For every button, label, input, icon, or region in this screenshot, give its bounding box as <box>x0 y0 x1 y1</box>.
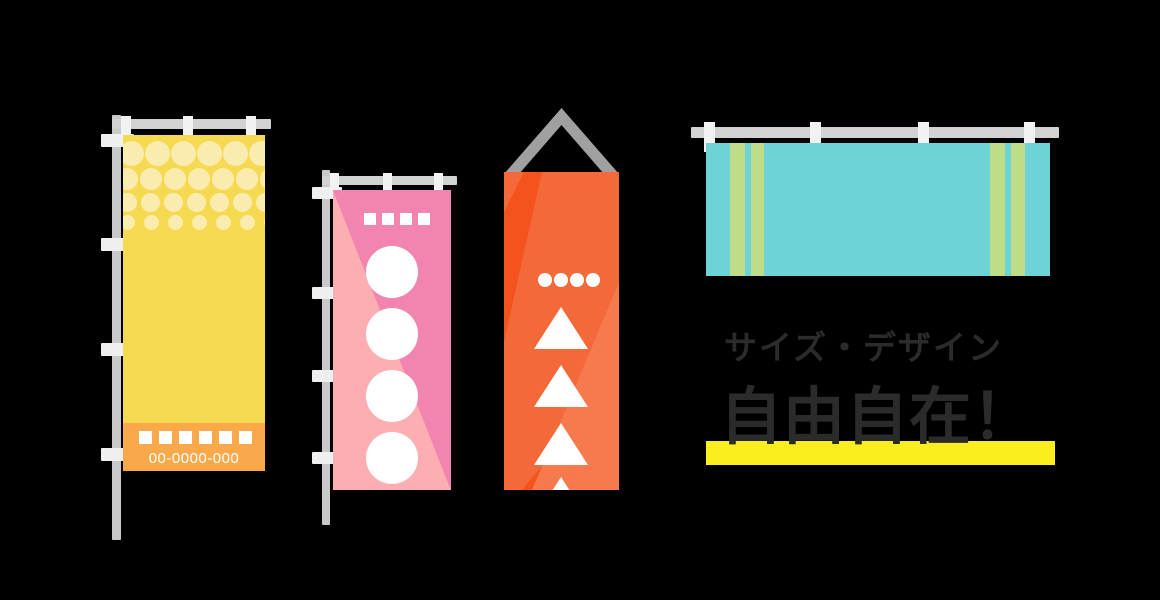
yellow-dot <box>168 215 183 230</box>
orange-dot <box>554 273 568 287</box>
yellow-banner-cloth: 00-0000-000 <box>123 135 265 471</box>
yellow-dot <box>123 168 138 190</box>
pink-square <box>382 213 394 225</box>
pink-top-clip-2 <box>383 173 392 197</box>
yellow-dot <box>256 193 265 212</box>
yellow-dot <box>212 168 234 190</box>
pink-circle <box>366 246 418 298</box>
teal-green-stripe <box>730 143 745 276</box>
pink-square <box>364 213 376 225</box>
yellow-dot <box>141 193 160 212</box>
pink-banner-pole <box>322 170 330 525</box>
orange-triangle <box>534 365 588 407</box>
pink-square <box>400 213 412 225</box>
headline-highlight-bar <box>706 441 1055 465</box>
teal-clip-4 <box>1024 122 1035 152</box>
yellow-banner-phone-text: 00-0000-000 <box>148 450 240 467</box>
orange-triangle <box>534 423 588 465</box>
yellow-dot <box>140 168 162 190</box>
headline-subtitle: サイズ・デザイン <box>724 328 1004 367</box>
yellow-dot <box>210 193 229 212</box>
pink-top-clip-3 <box>434 173 443 197</box>
yellow-dot <box>249 141 265 166</box>
headline-main-title: 自由自在！ <box>720 380 1036 453</box>
orange-dot <box>586 273 600 287</box>
yellow-dot <box>192 215 207 230</box>
orange-banner-triangular-hanger <box>504 108 619 174</box>
teal-clip-3 <box>918 122 929 152</box>
yellow-dot <box>123 193 137 212</box>
yellow-dot <box>123 215 135 230</box>
yellow-dot <box>197 141 222 166</box>
pink-circle <box>366 370 418 422</box>
pink-circle <box>366 308 418 360</box>
yellow-dot <box>144 215 159 230</box>
yellow-banner-footer-band: 00-0000-000 <box>123 423 265 471</box>
teal-green-stripe <box>990 143 1005 276</box>
pink-top-clip-1 <box>330 173 339 197</box>
teal-green-stripe <box>1011 143 1025 276</box>
yellow-dot <box>123 141 144 166</box>
yellow-banner-pole <box>112 115 121 540</box>
yellow-dot <box>236 168 258 190</box>
yellow-dot <box>171 141 196 166</box>
yellow-top-clip-1 <box>121 116 131 142</box>
orange-triangle <box>534 307 588 349</box>
orange-dot <box>538 273 552 287</box>
footer-square <box>159 431 172 444</box>
yellow-dot <box>240 215 255 230</box>
footer-square <box>179 431 192 444</box>
yellow-dot <box>164 168 186 190</box>
yellow-top-clip-3 <box>246 116 256 142</box>
yellow-dot <box>264 215 265 230</box>
yellow-dot <box>216 215 231 230</box>
pink-square <box>418 213 430 225</box>
teal-green-stripe <box>751 143 764 276</box>
yellow-dot <box>260 168 265 190</box>
teal-banner-cloth <box>706 143 1050 276</box>
yellow-dot <box>188 168 210 190</box>
teal-clip-2 <box>810 122 821 152</box>
teal-clip-1 <box>704 122 715 152</box>
footer-square <box>239 431 252 444</box>
yellow-top-clip-2 <box>183 116 193 142</box>
yellow-dot <box>145 141 170 166</box>
yellow-dot <box>223 141 248 166</box>
pink-circle <box>366 432 418 484</box>
footer-square <box>199 431 212 444</box>
orange-dot <box>570 273 584 287</box>
yellow-dot <box>233 193 252 212</box>
teal-banner-topbar <box>691 127 1059 138</box>
orange-triangle <box>534 477 588 490</box>
yellow-dot <box>164 193 183 212</box>
yellow-dot <box>187 193 206 212</box>
orange-banner-cloth <box>504 172 619 490</box>
footer-square <box>139 431 152 444</box>
pink-banner-cloth <box>333 190 451 490</box>
footer-square <box>219 431 232 444</box>
